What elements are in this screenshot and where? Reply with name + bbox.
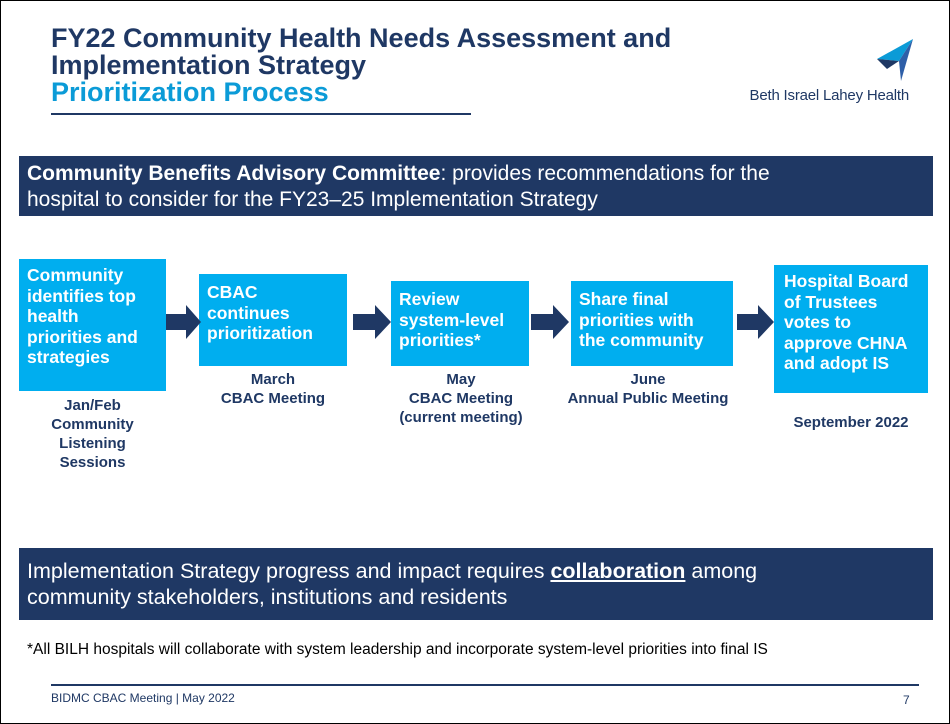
caption-line: (current meeting) <box>399 409 523 426</box>
caption-line: CBAC Meeting <box>220 390 326 407</box>
step-4-line: the community <box>579 330 704 350</box>
step-2-caption: March CBAC Meeting <box>193 370 353 408</box>
footer-text: BIDMC CBAC Meeting | May 2022 <box>51 691 235 705</box>
collab-text-pre: Implementation Strategy progress and imp… <box>27 559 551 583</box>
step-5-box: Hospital Board of Trustees votes to appr… <box>774 265 928 393</box>
step-4-line: priorities with <box>579 309 694 330</box>
step-3-line: system-level <box>399 309 505 330</box>
page-number: 7 <box>903 693 910 707</box>
step-3-caption: May CBAC Meeting (current meeting) <box>377 370 545 427</box>
title-line-2: Implementation Strategy <box>51 50 367 80</box>
caption-line: Sessions <box>59 454 126 471</box>
caption-line: May <box>446 371 476 388</box>
bilh-logo: Beth Israel Lahey Health <box>729 39 919 109</box>
committee-desc-2: hospital to consider for the FY23–25 Imp… <box>27 188 598 211</box>
step-5-caption: September 2022 <box>774 413 928 432</box>
step-3-box: Review system-level priorities* <box>391 281 529 366</box>
right-arrow-icon <box>166 305 201 339</box>
caption-line: March <box>250 371 296 388</box>
step-1-line: strategies <box>27 347 110 367</box>
committee-desc-1: : provides recommendations for the <box>440 162 770 185</box>
step-4-caption: June Annual Public Meeting <box>541 370 755 408</box>
caption-line: CBAC Meeting <box>408 390 514 407</box>
step-1-line: identifies top <box>27 285 136 306</box>
committee-name: Community Benefits Advisory Committee <box>27 162 441 185</box>
collab-text-post: among <box>685 559 758 583</box>
step-1-line: Community <box>27 265 124 285</box>
collaboration-band: Implementation Strategy progress and imp… <box>19 548 933 620</box>
slide-title: FY22 Community Health Needs Assessment a… <box>51 25 671 106</box>
collab-emphasis: collaboration <box>550 559 686 583</box>
step-4-box: Share final priorities with the communit… <box>571 281 733 366</box>
right-arrow-icon <box>737 305 774 339</box>
title-divider <box>51 113 471 115</box>
step-4-line: Share final <box>579 289 669 309</box>
step-1-box: Community identifies top health prioriti… <box>19 259 166 391</box>
step-1-caption: Jan/Feb Community Listening Sessions <box>19 396 166 472</box>
footer-divider <box>51 684 919 686</box>
right-arrow-icon <box>353 305 391 339</box>
caption-line: Annual Public Meeting <box>567 390 729 407</box>
slide-subtitle: Prioritization Process <box>51 77 329 107</box>
right-arrow-icon <box>531 305 569 339</box>
footnote: *All BILH hospitals will collaborate wit… <box>27 641 768 658</box>
logo-text: Beth Israel Lahey Health <box>749 87 910 104</box>
step-5-line: approve CHNA <box>784 332 908 353</box>
step-2-line: CBAC <box>207 282 258 302</box>
step-1-line: priorities and <box>27 326 138 347</box>
step-2-line: continues <box>207 302 290 323</box>
step-5-line: of Trustees <box>784 291 878 312</box>
blue-swoosh-icon <box>877 39 913 81</box>
step-5-line: votes to <box>784 312 852 332</box>
caption-line: Listening <box>59 435 126 452</box>
caption-line: Jan/Feb <box>64 397 121 414</box>
caption-line: June <box>630 371 666 388</box>
caption-line: September 2022 <box>793 414 909 431</box>
step-1-line: health <box>27 306 79 326</box>
step-2-box: CBAC continues prioritization <box>199 274 347 366</box>
committee-band: Community Benefits Advisory Committee: p… <box>19 156 933 216</box>
step-2-line: prioritization <box>207 323 313 343</box>
step-3-line: Review <box>399 289 460 309</box>
title-line-1: FY22 Community Health Needs Assessment a… <box>51 23 672 53</box>
step-3-line: priorities* <box>399 330 481 350</box>
caption-line: Community <box>51 416 134 433</box>
step-5-line: and adopt IS <box>784 353 889 373</box>
step-5-line: Hospital Board <box>784 271 909 291</box>
collab-text-line2: community stakeholders, institutions and… <box>27 585 508 609</box>
